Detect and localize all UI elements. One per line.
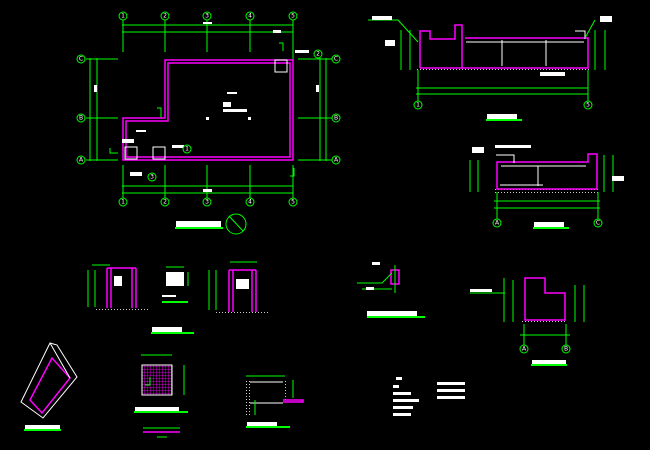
svg-text:2: 2 bbox=[163, 199, 167, 206]
axis-bubble-A-left: A bbox=[76, 155, 86, 165]
axis-bubble-C-left: C bbox=[76, 54, 86, 64]
section-1-1-title bbox=[486, 114, 522, 121]
plan-annotations bbox=[94, 22, 319, 192]
axis-bubble-A-right: A bbox=[331, 155, 341, 165]
axis-bubble-B-left: B bbox=[76, 113, 86, 123]
section-3-3: A B bbox=[470, 277, 585, 366]
axis-bubble-1-bottom: 1 bbox=[118, 197, 128, 207]
axis-bubble-3-bottom: 3 bbox=[202, 197, 212, 207]
axis-bubble-B-section3: B bbox=[561, 344, 571, 354]
svg-text:C: C bbox=[334, 56, 338, 63]
svg-text:1: 1 bbox=[121, 13, 125, 20]
svg-text:1: 1 bbox=[185, 146, 189, 153]
svg-text:A: A bbox=[495, 220, 500, 227]
general-notes bbox=[393, 377, 465, 416]
svg-text:4: 4 bbox=[248, 13, 252, 20]
axis-bubble-1-top: 1 bbox=[118, 11, 128, 21]
svg-text:C: C bbox=[79, 56, 83, 63]
svg-text:A: A bbox=[522, 346, 527, 353]
svg-text:2: 2 bbox=[163, 13, 167, 20]
svg-text:C: C bbox=[596, 220, 600, 227]
svg-text:A: A bbox=[79, 157, 84, 164]
detail-wall-joint bbox=[357, 262, 425, 318]
plan-walls bbox=[122, 59, 294, 161]
axis-bubble-C-section2: C bbox=[593, 218, 603, 228]
svg-text:A: A bbox=[334, 157, 339, 164]
section-marker-2: 2 bbox=[313, 49, 323, 59]
section-marker-3: 3 bbox=[147, 172, 157, 182]
svg-text:B: B bbox=[564, 346, 568, 353]
detail-pit-section bbox=[246, 375, 304, 428]
section-2-2-title bbox=[533, 222, 569, 229]
detail-square-plan bbox=[162, 266, 189, 303]
detail-hole-section-b bbox=[208, 261, 269, 314]
axis-bubble-2-bottom: 2 bbox=[160, 197, 170, 207]
svg-text:4: 4 bbox=[248, 199, 252, 206]
axis-bubble-A-section2: A bbox=[492, 218, 502, 228]
north-arrow-icon bbox=[225, 213, 247, 235]
svg-text:3: 3 bbox=[205, 13, 209, 20]
svg-text:3: 3 bbox=[150, 174, 154, 181]
svg-text:1: 1 bbox=[121, 199, 125, 206]
axis-bubble-1-section1: 1 bbox=[413, 100, 423, 110]
svg-text:B: B bbox=[79, 115, 83, 122]
svg-text:5: 5 bbox=[291, 13, 295, 20]
axis-bubble-2-top: 2 bbox=[160, 11, 170, 21]
svg-text:3: 3 bbox=[205, 199, 209, 206]
axis-bubble-A-section3: A bbox=[519, 344, 529, 354]
axis-bubble-4-top: 4 bbox=[245, 11, 255, 21]
svg-text:1: 1 bbox=[416, 102, 420, 109]
axis-bubble-5-section1: 5 bbox=[583, 100, 593, 110]
svg-text:5: 5 bbox=[291, 199, 295, 206]
detail-hole-section-a bbox=[87, 264, 149, 312]
detail-grating-plan bbox=[134, 354, 188, 438]
axis-bubble-3-top: 3 bbox=[202, 11, 212, 21]
svg-text:5: 5 bbox=[586, 102, 590, 109]
section-marker-1: 1 bbox=[182, 144, 192, 154]
section-2-2: A C bbox=[469, 145, 624, 229]
plan-axis-lines bbox=[86, 20, 332, 198]
axis-bubble-4-bottom: 4 bbox=[245, 197, 255, 207]
axis-bubble-B-right: B bbox=[331, 113, 341, 123]
axis-bubble-5-bottom: 5 bbox=[288, 197, 298, 207]
svg-text:B: B bbox=[334, 115, 338, 122]
axis-bubble-5-top: 5 bbox=[288, 11, 298, 21]
plan-title bbox=[175, 221, 223, 229]
section-3-3-title bbox=[531, 360, 567, 366]
axis-bubble-C-right: C bbox=[331, 54, 341, 64]
section-1-1: 1 5 bbox=[368, 16, 612, 121]
floor-plan: 1 2 3 4 5 1 2 3 4 5 A B C A B C 1 2 3 bbox=[76, 11, 341, 235]
site-plan bbox=[20, 342, 78, 431]
detail-hole-title bbox=[151, 327, 194, 334]
svg-text:2: 2 bbox=[316, 51, 320, 58]
